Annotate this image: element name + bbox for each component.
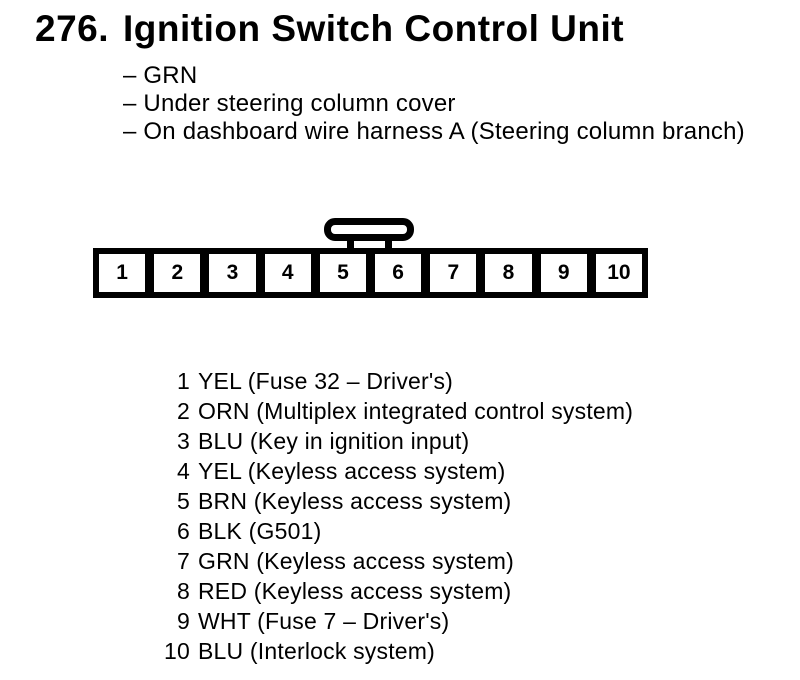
pin-wire-label: ORN (Multiplex integrated control system… <box>198 398 634 424</box>
connector-pin-number: 1 <box>116 261 128 284</box>
connector-pin-number: 2 <box>171 261 184 284</box>
connector-pin-cell: 7 <box>430 254 477 292</box>
pin-number: 4 <box>177 458 190 484</box>
pin-number: 1 <box>177 368 190 394</box>
pin-list-row: 5 BRN (Keyless access system) <box>160 486 633 516</box>
pin-number: 8 <box>177 578 190 604</box>
connector-pin-cell: 6 <box>375 254 422 292</box>
pin-number: 2 <box>177 398 190 424</box>
pin-list-row: 9 WHT (Fuse 7 – Driver's) <box>160 606 633 636</box>
connector-pin-cell: 1 <box>99 254 146 292</box>
connector-pin-number: 8 <box>502 261 515 284</box>
pin-wire-label: BLU (Interlock system) <box>198 638 436 664</box>
pin-list-row: 8 RED (Keyless access system) <box>160 576 633 606</box>
connector-pin-cell: 10 <box>595 254 643 292</box>
connector-body: 1 2 3 4 5 6 <box>93 248 648 298</box>
connector-pin-cell: 2 <box>154 254 201 292</box>
pin-wire-label: YEL (Keyless access system) <box>198 458 506 484</box>
note-item: – GRN <box>123 62 198 89</box>
pin-list-row: 1 YEL (Fuse 32 – Driver's) <box>160 366 633 396</box>
connector-pin-cell: 8 <box>485 254 532 292</box>
connector-pin-cell: 4 <box>264 254 311 292</box>
connector-lock-tab-leg-right <box>385 239 392 248</box>
connector-pin-number: 5 <box>337 261 349 284</box>
notes-list: – GRN – Under steering column cover – On… <box>123 62 745 146</box>
pin-list-row: 3 BLU (Key in ignition input) <box>160 426 633 456</box>
pin-wire-label: GRN (Keyless access system) <box>198 548 514 574</box>
pin-list-row: 2 ORN (Multiplex integrated control syst… <box>160 396 633 426</box>
connector-pin-number: 6 <box>392 261 404 284</box>
pin-list-row: 6 BLK (G501) <box>160 516 633 546</box>
section-title: Ignition Switch Control Unit <box>123 8 625 49</box>
pin-number: 7 <box>177 548 190 574</box>
pin-list: 1 YEL (Fuse 32 – Driver's) 2 ORN (Multip… <box>160 366 633 666</box>
pin-list-row: 10 BLU (Interlock system) <box>160 636 633 666</box>
pin-wire-label: YEL (Fuse 32 – Driver's) <box>198 368 454 394</box>
connector-lock-tab <box>324 218 414 241</box>
connector-pin-cell: 3 <box>209 254 256 292</box>
connector-pin-number: 9 <box>557 261 570 284</box>
pin-number: 10 <box>164 638 190 664</box>
section-number: 276. <box>35 8 110 49</box>
connector-pin-number: 4 <box>281 261 294 284</box>
pin-wire-label: RED (Keyless access system) <box>198 578 512 604</box>
connector-diagram: 1 2 3 4 5 6 <box>0 0 800 320</box>
connector-lock-tab-leg-left <box>347 239 354 248</box>
pin-number: 9 <box>177 608 190 634</box>
note-item: – On dashboard wire harness A (Steering … <box>123 118 745 145</box>
pin-wire-label: WHT (Fuse 7 – Driver's) <box>198 608 450 634</box>
connector-pin-number: 7 <box>447 261 460 284</box>
pin-number: 5 <box>177 488 190 514</box>
pin-wire-label: BRN (Keyless access system) <box>198 488 512 514</box>
pin-wire-label: BLU (Key in ignition input) <box>198 428 470 454</box>
connector-pin-cell: 9 <box>540 254 587 292</box>
pin-number: 3 <box>177 428 190 454</box>
connector-pin-number: 10 <box>607 261 631 284</box>
pin-list-row: 7 GRN (Keyless access system) <box>160 546 633 576</box>
note-item: – Under steering column cover <box>123 90 456 117</box>
connector-pin-cell: 5 <box>319 254 367 292</box>
page-title: 276. Ignition Switch Control Unit <box>35 8 624 50</box>
connector-pin-number: 3 <box>226 261 239 284</box>
pin-list-row: 4 YEL (Keyless access system) <box>160 456 633 486</box>
pin-wire-label: BLK (G501) <box>198 518 322 544</box>
pin-number: 6 <box>177 518 190 544</box>
